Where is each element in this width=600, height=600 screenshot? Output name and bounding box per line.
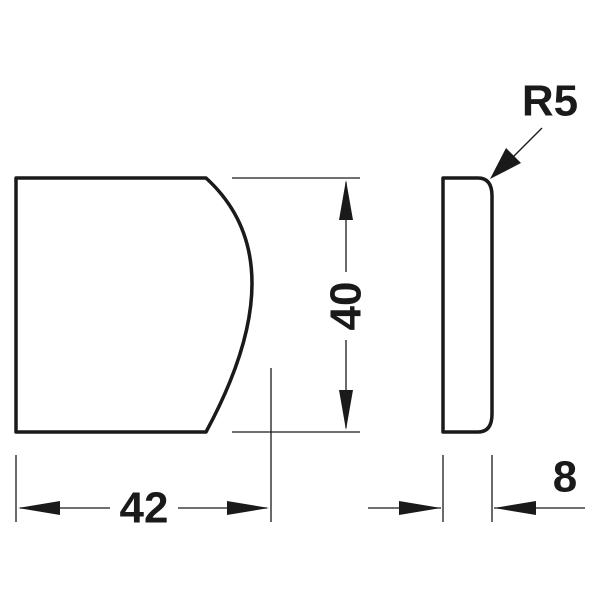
height-arrow-bottom (339, 390, 353, 430)
radius-leader-line (511, 127, 543, 159)
radius-arrow (490, 148, 521, 179)
radius-dimension-label: R5 (522, 77, 578, 126)
thickness-arrow-right (494, 501, 536, 515)
thickness-dimension-label: 8 (553, 453, 577, 502)
part-side-view (441, 176, 494, 434)
width-dimension-label: 42 (120, 484, 169, 533)
height-arrow-top (339, 180, 353, 220)
width-arrow-right (227, 501, 269, 515)
height-dimension-label: 40 (322, 282, 371, 331)
width-arrow-left (18, 501, 60, 515)
thickness-arrow-left (399, 501, 441, 515)
part-front-view (14, 176, 254, 434)
